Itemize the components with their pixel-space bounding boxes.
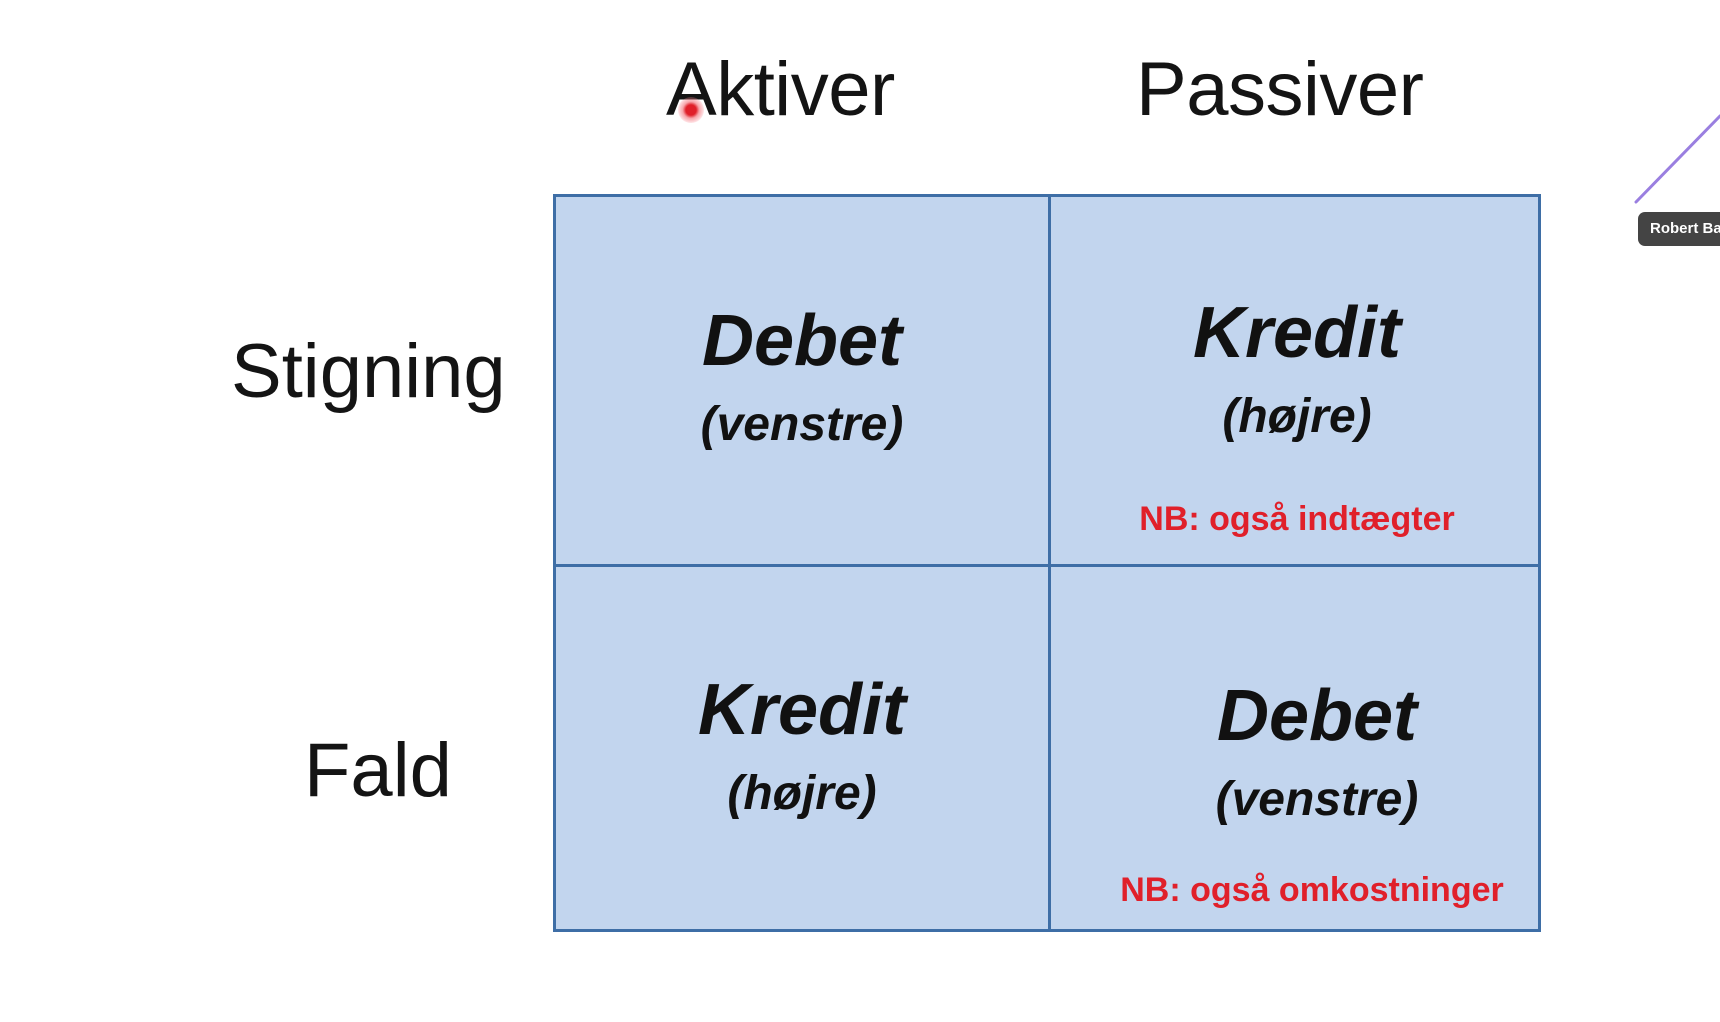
cell-passiver-fald-main: Debet <box>1216 676 1418 756</box>
participant-name-tag: Robert Ba <box>1638 212 1720 246</box>
debit-credit-grid: Debet (venstre) Kredit (højre) NB: også … <box>553 194 1541 932</box>
cell-passiver-fald-sub: (venstre) <box>1215 773 1419 826</box>
cell-aktiver-stigning-main: Debet <box>701 301 903 381</box>
column-header-passiver: Passiver <box>1136 47 1424 132</box>
cell-passiver-stigning-main: Kredit <box>1192 293 1402 373</box>
cell-aktiver-stigning: Debet (venstre) <box>556 305 1048 449</box>
cell-aktiver-stigning-sub: (venstre) <box>700 398 904 451</box>
cell-aktiver-fald: Kredit (højre) <box>556 674 1048 818</box>
grid-divider-vertical <box>1048 197 1051 929</box>
grid-divider-horizontal <box>556 564 1538 567</box>
cell-passiver-stigning: Kredit (højre) <box>1051 297 1543 441</box>
cell-passiver-fald-note: NB: også omkostninger <box>1120 871 1504 909</box>
cell-passiver-stigning-sub: (højre) <box>1222 390 1372 443</box>
cell-aktiver-fald-main: Kredit <box>697 670 907 750</box>
row-label-fald: Fald <box>304 728 452 813</box>
cell-aktiver-fald-sub: (højre) <box>727 767 877 820</box>
column-header-aktiver: Aktiver <box>666 47 895 132</box>
cell-passiver-fald: Debet (venstre) <box>1071 680 1563 824</box>
annotation-stroke <box>1634 114 1720 204</box>
row-label-stigning: Stigning <box>231 329 506 414</box>
laser-pointer-icon <box>678 97 704 123</box>
cell-passiver-stigning-note: NB: også indtægter <box>1139 500 1455 538</box>
